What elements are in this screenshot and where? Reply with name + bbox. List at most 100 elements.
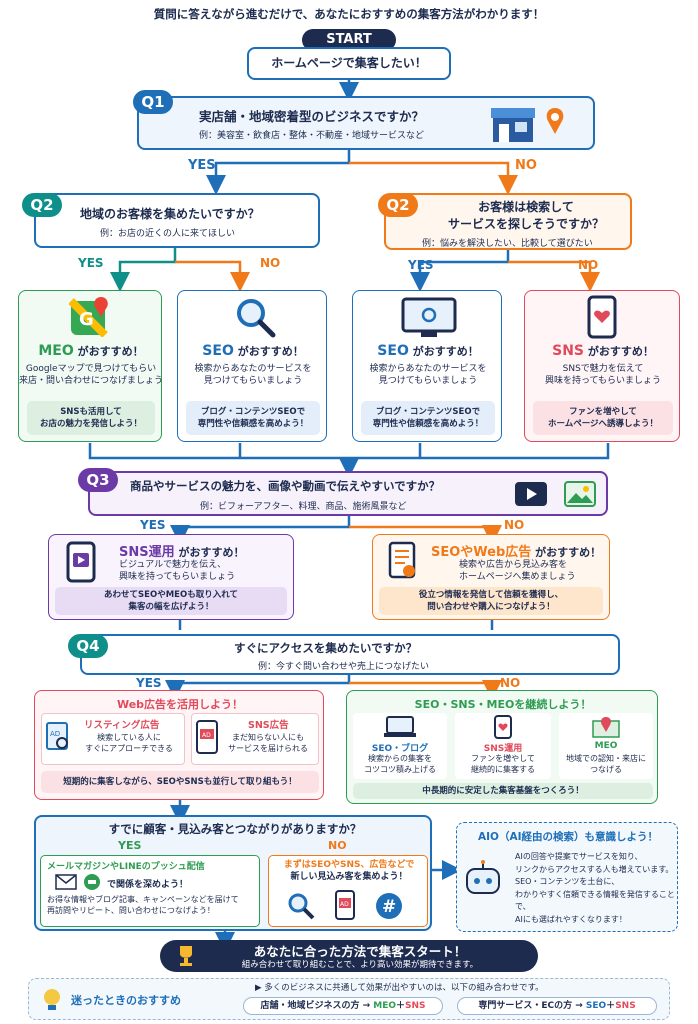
card-meo-head: MEO がおすすめ！: [38, 343, 144, 359]
q3-no: NO: [504, 518, 525, 532]
q3-yes: YES: [140, 518, 166, 532]
continuous-note: 中長期的に安定した集客基盤をつくろう！: [353, 783, 653, 799]
laptop-icon: [384, 716, 416, 737]
tip-store: 店舗・地域ビジネスの方 → MEO＋SNS: [243, 997, 443, 1015]
listing-ads-panel: AD リスティング広告 検索している人にすぐにアプローチできる: [41, 713, 185, 765]
q3-box: 商品やサービスの魅力を、画像や動画で伝えやすいですか？ 例：ビフォーアフター、料…: [88, 471, 608, 516]
q2a-box: 地域のお客様を集めたいですか？ 例：お店の近くの人に来てほしい: [34, 193, 320, 248]
svg-text:G: G: [79, 309, 94, 330]
smartphone-ad-icon: AD: [196, 720, 218, 754]
lightbulb-icon: [44, 989, 60, 1010]
card-seo-1-note: ブログ・コンテンツSEOで専門性や信頼感を高めよう！: [186, 401, 320, 435]
q3-no-head: SEOやWeb広告 がおすすめ！: [431, 545, 602, 560]
cont-seo-panel: SEO・ブログ 検索からの集客をコツコツ積み上げる: [353, 713, 447, 779]
q2b-yes: YES: [408, 258, 434, 272]
image-icon: [564, 481, 596, 507]
q1-example: 例：美容室・飲食店・整体・不動産・地域サービスなど: [199, 131, 425, 141]
goal-banner: あなたに合った方法で集客スタート！ 組み合わせて取り組むことで、より高い効果が期…: [160, 940, 538, 972]
q1-badge: Q1: [133, 90, 173, 114]
monitor-search-icon: [401, 297, 457, 337]
q5-title: すでに顧客・見込み客とつながりがありますか？: [108, 822, 362, 836]
q3-example: 例：ビフォーアフター、料理、商品、施術風景など: [200, 502, 407, 512]
q2a-title: 地域のお客様を集めたいですか？: [80, 207, 260, 221]
q4-yes: YES: [136, 676, 162, 690]
card-seo-2-note: ブログ・コンテンツSEOで専門性や信頼感を高めよう！: [361, 401, 495, 435]
card-seo-2-head: SEO がおすすめ！: [377, 343, 479, 359]
q5-no: NO: [328, 839, 347, 852]
card-sns-note: ファンを増やしてホームページへ誘導しよう！: [533, 401, 673, 435]
q5-yes: YES: [118, 839, 142, 852]
q4-no: NO: [500, 676, 521, 690]
q1-title: 実店舗・地域密着型のビジネスですか？: [199, 109, 425, 124]
q2a-no: NO: [260, 256, 281, 270]
card-seo-1-head: SEO がおすすめ！: [202, 343, 304, 359]
cont-sns-panel: SNS運用 ファンを増やして継続的に集客する: [455, 713, 551, 779]
q3-no-desc: 検索や広告から見込み客をホームページへ集めましょう: [459, 560, 576, 582]
store-icon: [491, 108, 535, 142]
q2b-box: お客様は検索してサービスを探しそうですか？ 例：悩みを解決したい、比較して選びた…: [384, 193, 632, 250]
q2a-badge: Q2: [22, 193, 62, 217]
tips-box: 迷ったときのおすすめ ▶ 多くのビジネスに共通して効果が出やすいのは、以下の組み…: [28, 978, 670, 1020]
magnifier-icon: [237, 299, 276, 338]
q3-badge: Q3: [78, 468, 118, 492]
hashtag-icon: #: [376, 893, 402, 919]
page-subtitle: 質問に答えながら進むだけで、あなたにおすすめの集客方法がわかります！: [153, 7, 545, 21]
q3-no-card: SEOやWeb広告 がおすすめ！ 検索や広告から見込み客をホームページへ集めまし…: [372, 534, 610, 620]
smartphone-heart-icon: [587, 295, 617, 339]
cont-meo-panel: MEO 地域での認知・来店につなげる: [559, 713, 653, 779]
card-meo-desc: Googleマップで見つけてもらい来店・問い合わせにつなげましょう: [19, 364, 164, 386]
svg-text:AD: AD: [340, 901, 349, 908]
smartphone-video-icon: [66, 541, 96, 583]
ai-robot-icon: [466, 860, 500, 894]
q1-no: NO: [515, 158, 537, 173]
mail-icon: [55, 874, 77, 890]
q2b-no: NO: [578, 258, 599, 272]
card-meo-note: SNSも活用してお店の魅力を発信しよう！: [27, 401, 155, 435]
q3-title: 商品やサービスの魅力を、画像や動画で伝えやすいですか？: [130, 479, 441, 493]
web-ads-title: Web広告を活用しよう！: [116, 698, 244, 711]
q3-yes-head: SNS運用 がおすすめ！: [119, 545, 245, 560]
smartphone-heart-small-icon: [494, 715, 512, 739]
q1-box: 実店舗・地域密着型のビジネスですか？ 例：美容室・飲食店・整体・不動産・地域サー…: [137, 96, 595, 150]
q4-example: 例：今すぐ問い合わせや売上につなげたい: [258, 662, 430, 672]
q3-yes-desc: ビジュアルで魅力を伝え、興味を持ってもらいましょう: [119, 560, 236, 582]
q3-yes-card: SNS運用 がおすすめ！ ビジュアルで魅力を伝え、興味を持ってもらいましょう あ…: [48, 534, 294, 620]
card-seo-1: SEO がおすすめ！ 検索からあなたのサービスを見つけてもらいましょう ブログ・…: [177, 290, 327, 442]
q2b-title: お客様は検索してサービスを探しそうですか？: [447, 200, 604, 231]
trophy-icon: [180, 946, 192, 966]
q3-no-note: 役立つ情報を発信して信頼を獲得し、問い合わせや購入につなげよう！: [379, 587, 603, 615]
continuous-card: SEO・SNS・MEOを継続しよう！ SEO・ブログ 検索からの集客をコツコツ積…: [346, 690, 658, 804]
card-sns: SNS がおすすめ！ SNSで魅力を伝えて興味を持ってもらいましょう ファンを増…: [524, 290, 680, 442]
card-seo-2: SEO がおすすめ！ 検索からあなたのサービスを見つけてもらいましょう ブログ・…: [352, 290, 502, 442]
web-ads-note: 短期的に集客しながら、SEOやSNSも並行して取り組もう！: [41, 771, 319, 793]
card-meo: G MEO がおすすめ！ Googleマップで見つけてもらい来店・問い合わせにつ…: [18, 290, 164, 442]
map-pin-icon: [592, 717, 620, 738]
ad-search-icon: AD: [46, 722, 68, 750]
q1-yes: YES: [188, 158, 216, 173]
location-pin-icon: [546, 108, 564, 134]
svg-text:#: #: [382, 897, 396, 917]
q3-yes-note: あわせてSEOやMEOも取り入れて集客の幅を広げよう！: [55, 587, 287, 615]
web-ads-card: Web広告を活用しよう！ AD リスティング広告 検索している人にすぐにアプロー…: [34, 690, 324, 800]
start-question: ホームページで集客したい！: [247, 47, 451, 80]
aio-box: AIO（AI経由の検索）も意識しよう！ AIの回答や提案でサービスを知り、リンク…: [456, 822, 678, 932]
tip-service: 専門サービス・ECの方 → SEO＋SNS: [457, 997, 657, 1015]
video-icon: [515, 482, 547, 506]
q5-yes-panel: メールマガジンやLINEのプッシュ配信 で関係を深めよう！ お得な情報やブログ記…: [40, 855, 260, 927]
q4-title: すぐにアクセスを集めたいですか？: [234, 641, 418, 655]
svg-text:AD: AD: [202, 732, 211, 739]
svg-text:AD: AD: [50, 730, 60, 738]
card-seo-2-desc: 検索からあなたのサービスを見つけてもらいましょう: [369, 364, 487, 386]
search-small-icon: [288, 893, 315, 920]
line-icon: [84, 874, 100, 890]
q5-box: すでに顧客・見込み客とつながりがありますか？ YES NO メールマガジンやLI…: [34, 815, 432, 931]
q2a-yes: YES: [78, 256, 104, 270]
card-seo-1-desc: 検索からあなたのサービスを見つけてもらいましょう: [194, 364, 312, 386]
card-sns-head: SNS がおすすめ！: [552, 343, 654, 359]
google-maps-icon: G: [69, 297, 108, 337]
q2b-example: 例：悩みを解決したい、比較して選びたい: [422, 239, 593, 249]
phone-ad-icon: AD: [335, 890, 355, 920]
q2b-badge: Q2: [378, 193, 418, 217]
q5-no-panel: まずはSEOやSNS、広告などで新しい見込み客を集めよう！ AD #: [268, 855, 428, 927]
